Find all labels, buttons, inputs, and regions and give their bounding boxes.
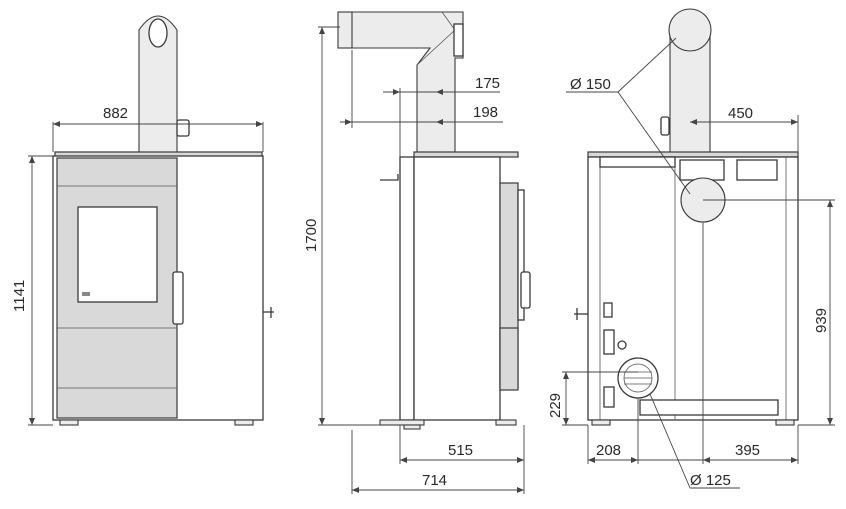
front-flue-pipe xyxy=(138,15,190,156)
label-front-width: 882 xyxy=(103,105,128,122)
rear-air-intake xyxy=(617,357,659,399)
label-flue-offset-rear: 450 xyxy=(728,105,753,122)
label-air-intake-height: 229 xyxy=(547,393,564,418)
label-side-depth-inner: 515 xyxy=(448,442,473,459)
side-flue-elbow xyxy=(337,11,464,156)
label-air-intake-offset: 208 xyxy=(596,442,621,459)
dim-flue-offset-rear: 450 xyxy=(690,105,799,152)
dim-flue-offset-1: 175 xyxy=(383,75,500,157)
dim-air-intake-height: 229 xyxy=(547,371,638,426)
rear-socket-panel xyxy=(603,329,615,355)
dim-rear-flue-height: 939 xyxy=(703,199,835,426)
dim-air-intake-diameter: Ø 125 xyxy=(649,393,740,489)
dim-front-width: 882 xyxy=(52,105,264,152)
dim-rear-offset-right: 395 xyxy=(638,222,799,464)
label-rear-flue-height: 939 xyxy=(813,308,830,333)
side-body xyxy=(413,156,501,421)
front-foot-left xyxy=(59,419,79,426)
label-air-intake-diameter: Ø 125 xyxy=(690,472,731,489)
label-front-height: 1141 xyxy=(11,280,28,312)
side-hopper-handle xyxy=(380,174,399,181)
rear-switch xyxy=(603,302,613,318)
label-flue-offset-1: 175 xyxy=(475,75,500,92)
side-view: 1700 175 198 515 7 xyxy=(303,11,531,494)
label-side-depth-total: 714 xyxy=(422,472,447,489)
front-glass-window xyxy=(77,206,158,303)
side-door-handle xyxy=(520,271,531,309)
dim-flue-offset-2: 198 xyxy=(340,50,503,128)
brand-logo xyxy=(82,292,90,296)
dim-flue-diameter: Ø 150 xyxy=(566,37,691,195)
dim-side-depth-total: 714 xyxy=(351,430,525,494)
rear-plug xyxy=(603,386,615,408)
rear-sensor xyxy=(617,340,627,350)
front-foot-right xyxy=(234,419,254,426)
rear-view: Ø 150 450 939 229 xyxy=(547,8,835,489)
label-rear-offset-right: 395 xyxy=(735,442,760,459)
rear-top-vents xyxy=(599,156,778,181)
dim-side-height: 1700 xyxy=(303,26,380,426)
side-ashpan xyxy=(499,327,519,391)
front-door-handle xyxy=(172,271,184,325)
dim-front-height: 1141 xyxy=(11,155,53,426)
front-view: 882 1141 xyxy=(11,15,274,426)
rear-bottom-vents xyxy=(639,399,779,416)
label-flue-diameter: Ø 150 xyxy=(570,76,611,93)
rear-flue-pipe xyxy=(660,8,712,156)
label-flue-offset-2: 198 xyxy=(473,104,498,121)
side-top-plate xyxy=(413,151,519,158)
dim-air-intake-offset: 208 xyxy=(587,398,639,464)
rear-top-plate xyxy=(587,151,799,158)
dim-side-depth-inner: 515 xyxy=(399,425,525,464)
side-base xyxy=(379,419,425,426)
side-door-hinge xyxy=(517,189,525,321)
side-back-panel xyxy=(399,156,415,421)
label-side-height: 1700 xyxy=(303,219,320,252)
